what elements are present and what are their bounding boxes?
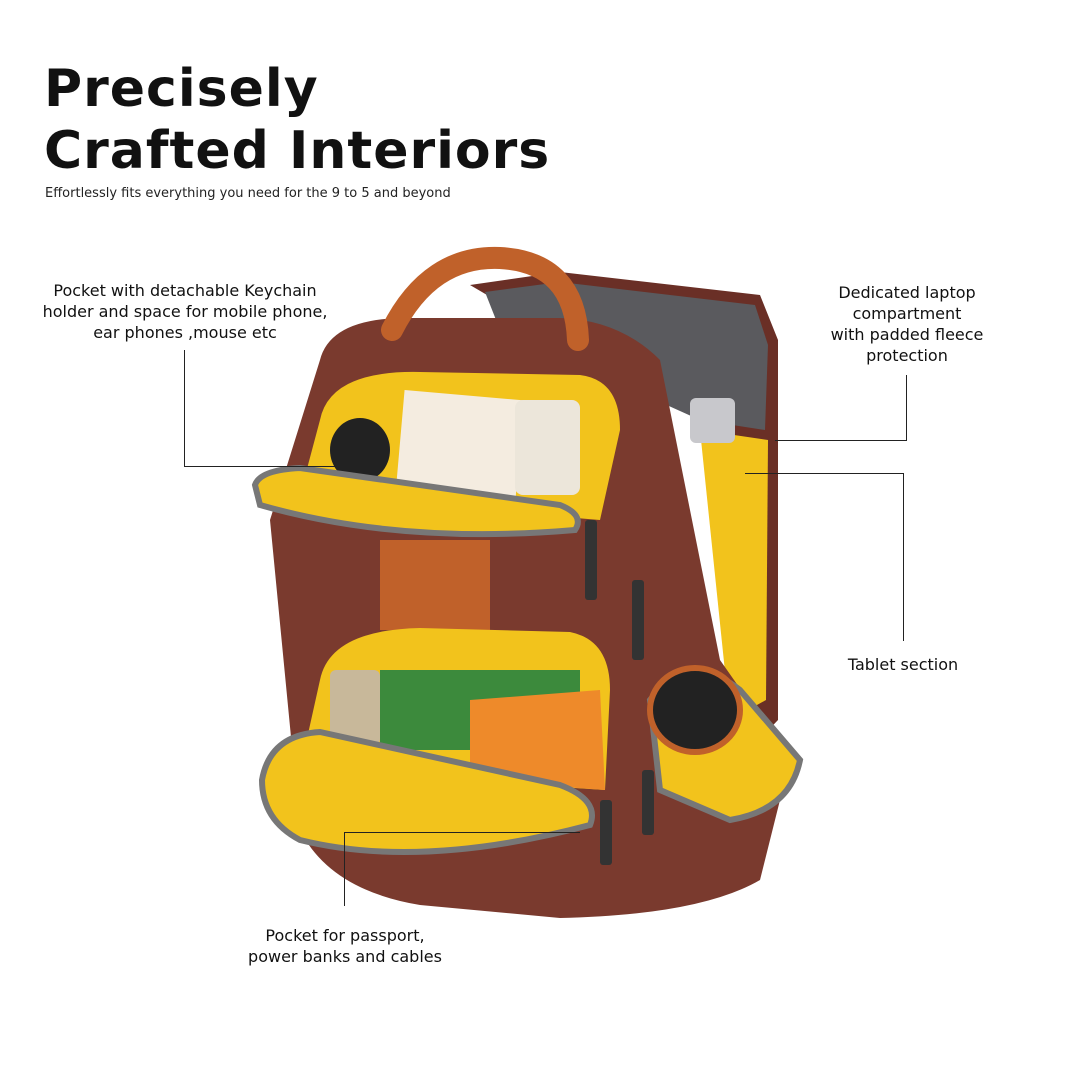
callout-laptop: Dedicated laptop compartment with padded… — [807, 282, 1007, 366]
callout-text: power banks and cables — [248, 947, 442, 966]
callout-text: compartment — [852, 304, 962, 323]
phone — [515, 400, 580, 495]
notebook — [395, 389, 525, 501]
title-line-2: Crafted Interiors — [44, 121, 551, 181]
leader-line — [184, 466, 354, 467]
callout-text: Pocket for passport, — [265, 926, 425, 945]
tablet — [690, 398, 735, 443]
callout-text: Pocket with detachable Keychain — [53, 281, 317, 300]
callout-text: Tablet section — [847, 655, 959, 674]
orange-panel — [380, 540, 490, 630]
callout-text: ear phones ,mouse etc — [93, 323, 277, 342]
earphone-case — [647, 665, 743, 755]
callout-text: protection — [866, 346, 948, 365]
leader-line — [184, 350, 185, 467]
page-title: Precisely Crafted Interiors — [44, 58, 550, 182]
callout-text: with padded fleece — [830, 325, 984, 344]
title-line-1: Precisely — [44, 59, 319, 119]
handle — [381, 246, 589, 351]
leader-line — [344, 832, 580, 833]
leader-line — [745, 473, 904, 474]
leader-line — [775, 440, 907, 441]
callout-front-pocket: Pocket with detachable Keychain holder a… — [20, 280, 350, 343]
subtitle: Effortlessly fits everything you need fo… — [45, 186, 451, 201]
callout-bottom-pocket: Pocket for passport, power banks and cab… — [220, 925, 470, 967]
callout-text: holder and space for mobile phone, — [42, 302, 328, 321]
leader-line — [344, 832, 345, 906]
callout-tablet: Tablet section — [823, 654, 983, 675]
leader-line — [903, 473, 904, 641]
callout-text: Dedicated laptop — [838, 283, 976, 302]
leader-line — [906, 375, 907, 440]
wallet — [330, 670, 380, 745]
